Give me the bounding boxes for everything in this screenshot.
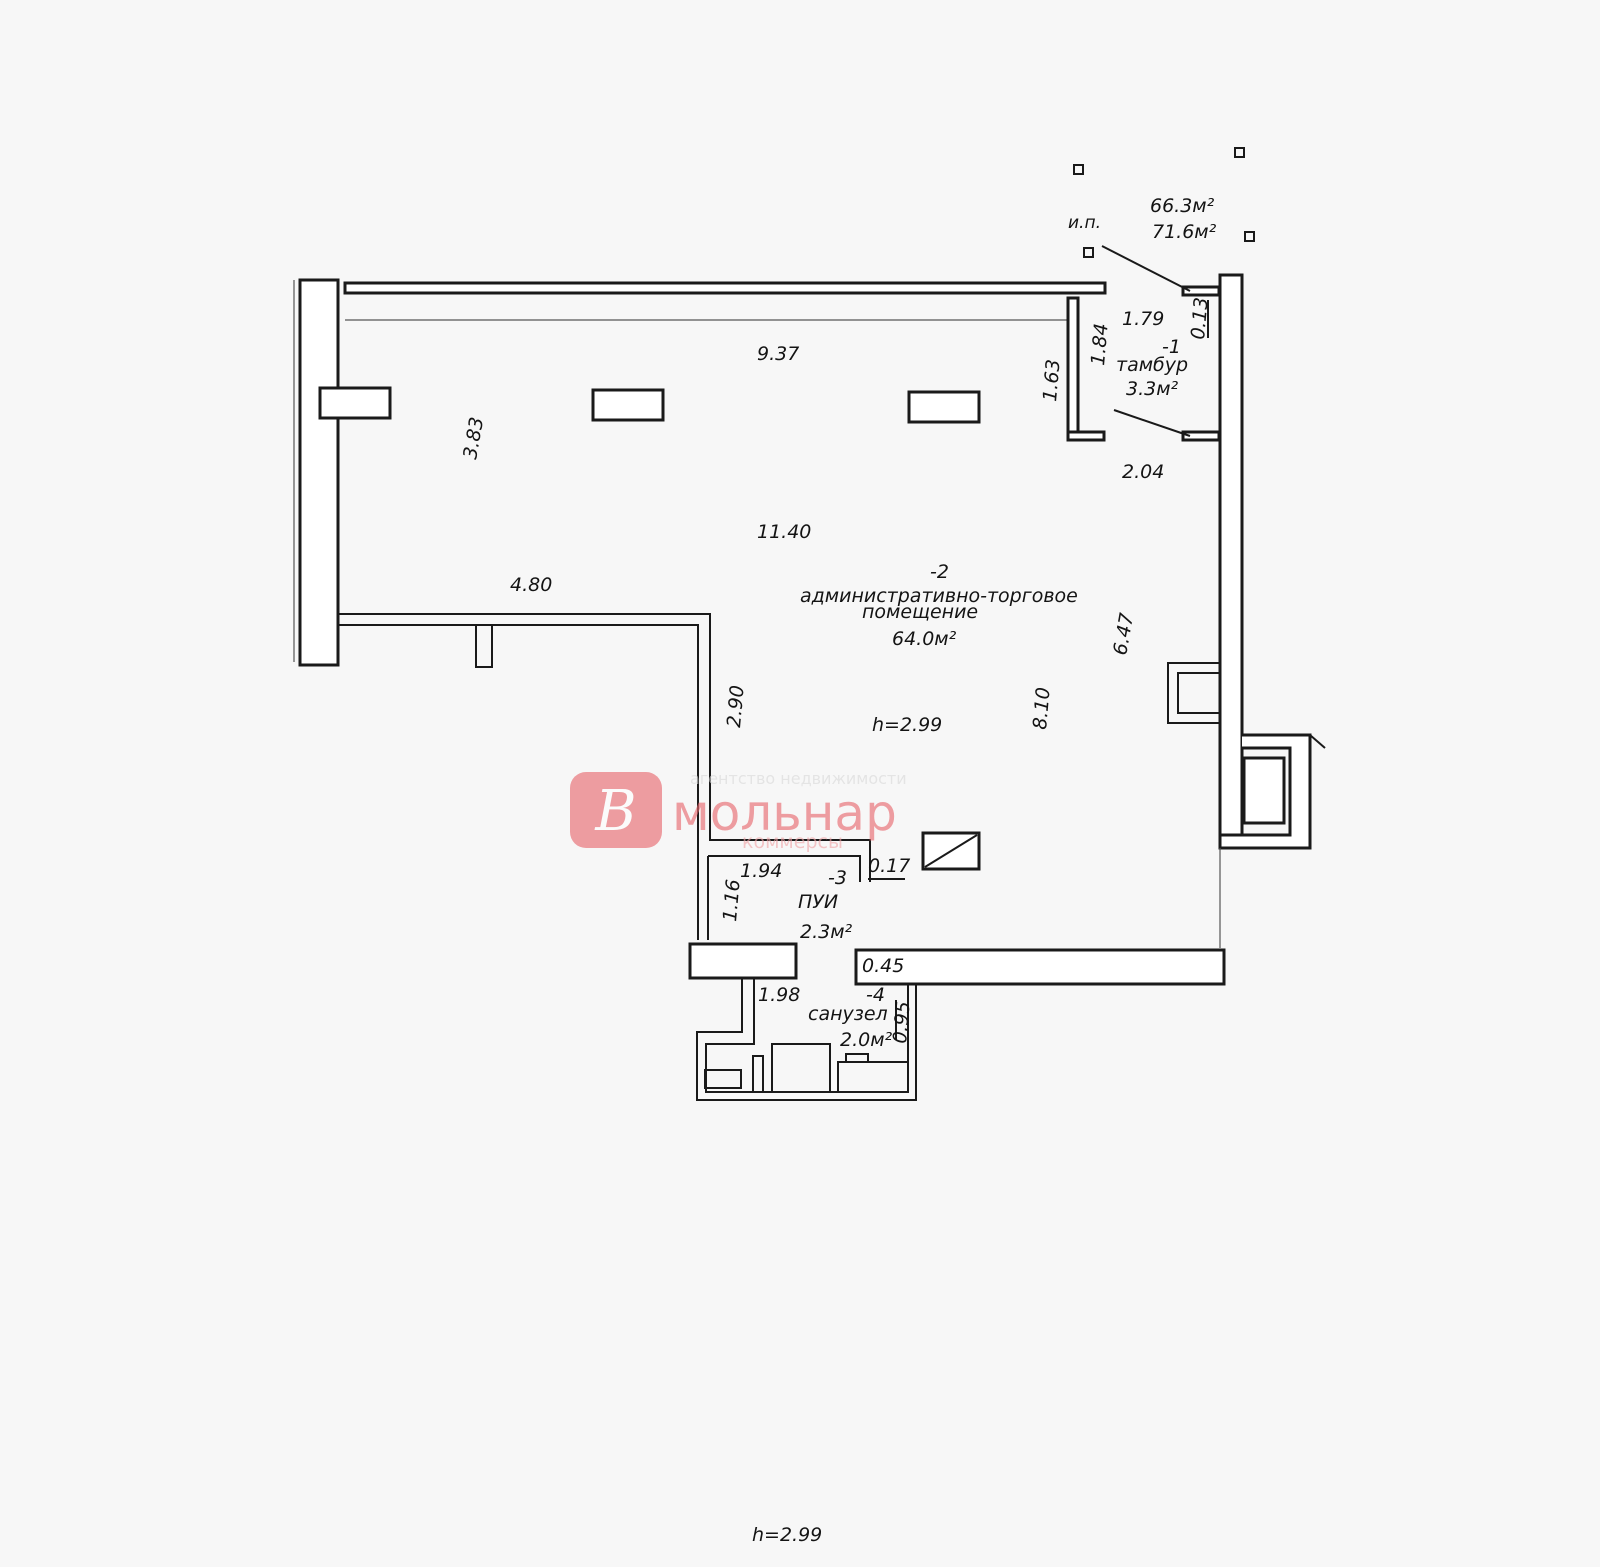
dim-11-40: 11.40 <box>757 521 811 543</box>
watermark: B агентство недвижимости мольнар коммерс… <box>570 769 907 853</box>
wc-number: -4 <box>866 984 885 1006</box>
dim-2-90: 2.90 <box>723 684 749 728</box>
dim-0-17: 0.17 <box>868 855 910 877</box>
right-column <box>1242 756 1286 825</box>
main-room-name-1: административно-торговое <box>800 585 1078 607</box>
wc-fixture-tap <box>845 1053 869 1063</box>
dim-6-47: 6.47 <box>1109 611 1138 656</box>
right-break-mark <box>1309 734 1326 749</box>
marker-3 <box>1083 247 1094 258</box>
watermark-tagline: агентство недвижимости <box>690 769 907 788</box>
ip-leader-line <box>1101 245 1191 292</box>
main-room-area: 64.0м² <box>892 628 957 650</box>
pui-name: ПУИ <box>798 891 838 913</box>
wc-fixture-toilet <box>771 1043 831 1093</box>
main-room-name-2: помещение <box>862 601 978 623</box>
left-wall <box>298 278 340 667</box>
wc-area: 2.0м² <box>840 1029 893 1051</box>
dim-1-98: 1.98 <box>758 984 800 1006</box>
bottom-wall-left <box>688 942 798 980</box>
tambur-partition <box>1066 296 1080 440</box>
watermark-brand: мольнар <box>672 784 897 842</box>
dim-1-16: 1.16 <box>719 878 745 922</box>
top-wall <box>343 281 1107 295</box>
tambur-area: 3.3м² <box>1126 378 1179 400</box>
wc-fixture-1 <box>704 1069 742 1089</box>
wc-name: санузел <box>808 1003 888 1025</box>
interior-step-wall <box>338 613 871 882</box>
floor-height-label: h=2.99 <box>752 1524 822 1546</box>
interior-wall-stub <box>475 624 493 668</box>
watermark-logo-mark: B <box>594 779 636 844</box>
main-room-number: -2 <box>930 561 949 583</box>
column-2 <box>591 388 665 422</box>
dim-0-45: 0.45 <box>862 955 904 977</box>
wc-outline <box>696 978 917 1101</box>
tambur-number: -1 <box>1162 336 1181 358</box>
right-wall <box>1218 273 1244 847</box>
tambur-name: тамбур <box>1116 354 1188 376</box>
column-1 <box>318 386 392 420</box>
wc-fixture-2 <box>752 1055 764 1093</box>
bottom-wall-right <box>854 948 1226 986</box>
ip-label: и.п. <box>1068 213 1101 233</box>
marker-1 <box>1073 164 1084 175</box>
dim-2-04: 2.04 <box>1122 461 1164 483</box>
main-room-height: h=2.99 <box>872 714 942 736</box>
right-wall-recess-inner <box>1177 672 1221 714</box>
dim-0-95: 0.95 <box>889 1000 915 1044</box>
watermark-sub: коммерсы <box>742 831 843 853</box>
pui-number: -3 <box>828 867 847 889</box>
dim-1-94: 1.94 <box>740 860 782 882</box>
total-area-1: 66.3м² <box>1150 195 1215 217</box>
dim-1-84: 1.84 <box>1087 322 1113 366</box>
dim-9-37: 9.37 <box>757 343 799 365</box>
marker-4 <box>1244 231 1255 242</box>
right-wall-niche <box>1218 733 1312 850</box>
dim-1-79: 1.79 <box>1122 308 1164 330</box>
dim-8-10: 8.10 <box>1029 686 1055 730</box>
pui-partition <box>708 855 861 882</box>
dim-1-63: 1.63 <box>1039 358 1065 402</box>
dim-3-83: 3.83 <box>459 415 488 460</box>
dim-4-80: 4.80 <box>510 574 552 596</box>
ventilation-shaft-diagonal <box>924 834 978 868</box>
marker-2 <box>1234 147 1245 158</box>
total-area-2: 71.6м² <box>1152 221 1217 243</box>
interior-step-wall-inner <box>338 624 699 940</box>
dim-0-13: 0.13 <box>1187 296 1213 340</box>
wc-fixture-sink <box>837 1061 909 1093</box>
tambur-leader-line <box>1113 409 1191 437</box>
tambur-door-jamb-left <box>1066 430 1106 442</box>
column-3 <box>907 390 981 424</box>
watermark-logo-badge <box>570 772 662 848</box>
pui-area: 2.3м² <box>800 921 853 943</box>
